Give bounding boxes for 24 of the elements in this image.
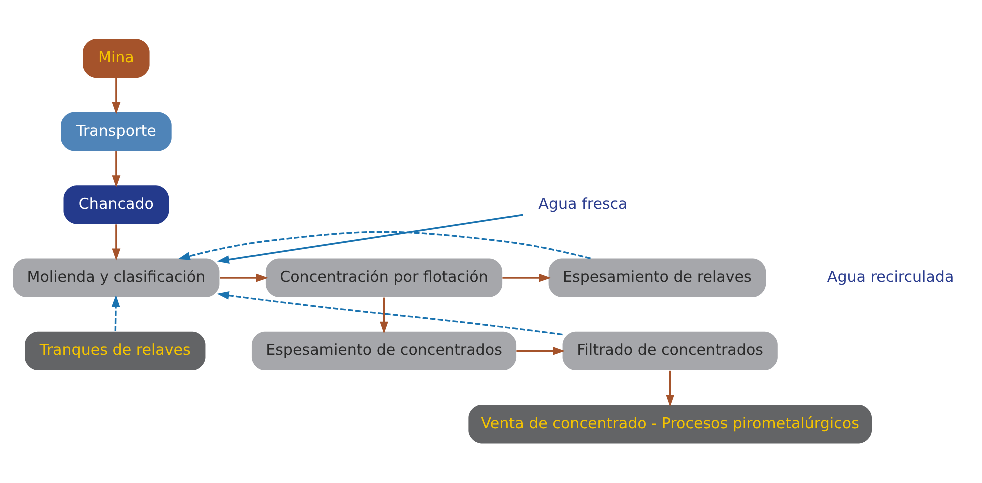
- node-box: Chancado: [64, 186, 170, 224]
- arrow: [112, 152, 121, 188]
- arrow: [178, 231, 592, 260]
- node-box: Molienda y clasificación: [13, 258, 220, 298]
- arrow: [112, 224, 121, 261]
- node-box: Espesamiento de relaves: [548, 258, 766, 298]
- node-box: Mina: [83, 39, 150, 78]
- arrow: [380, 298, 388, 334]
- node-box: Concentración por flotación: [266, 258, 503, 298]
- arrow: [666, 370, 675, 408]
- arrow: [112, 78, 121, 115]
- label: Agua recirculada: [827, 268, 954, 286]
- node-box: Tranques de relaves: [25, 332, 206, 371]
- arrow: [516, 346, 566, 356]
- arrow: [220, 274, 268, 282]
- arrow: [502, 274, 552, 282]
- node-text: Agua fresca: [538, 194, 628, 213]
- node-box: Venta de concentrado - Procesos pirometalúrgicos: [468, 404, 872, 444]
- arrow: [217, 214, 524, 264]
- node-box: Espesamiento de concentrados: [252, 332, 517, 371]
- node-box: Filtrado de concentrados: [562, 332, 778, 371]
- arrow: [217, 292, 563, 336]
- node-box: Transporte: [61, 112, 172, 152]
- arrow: [112, 295, 120, 332]
